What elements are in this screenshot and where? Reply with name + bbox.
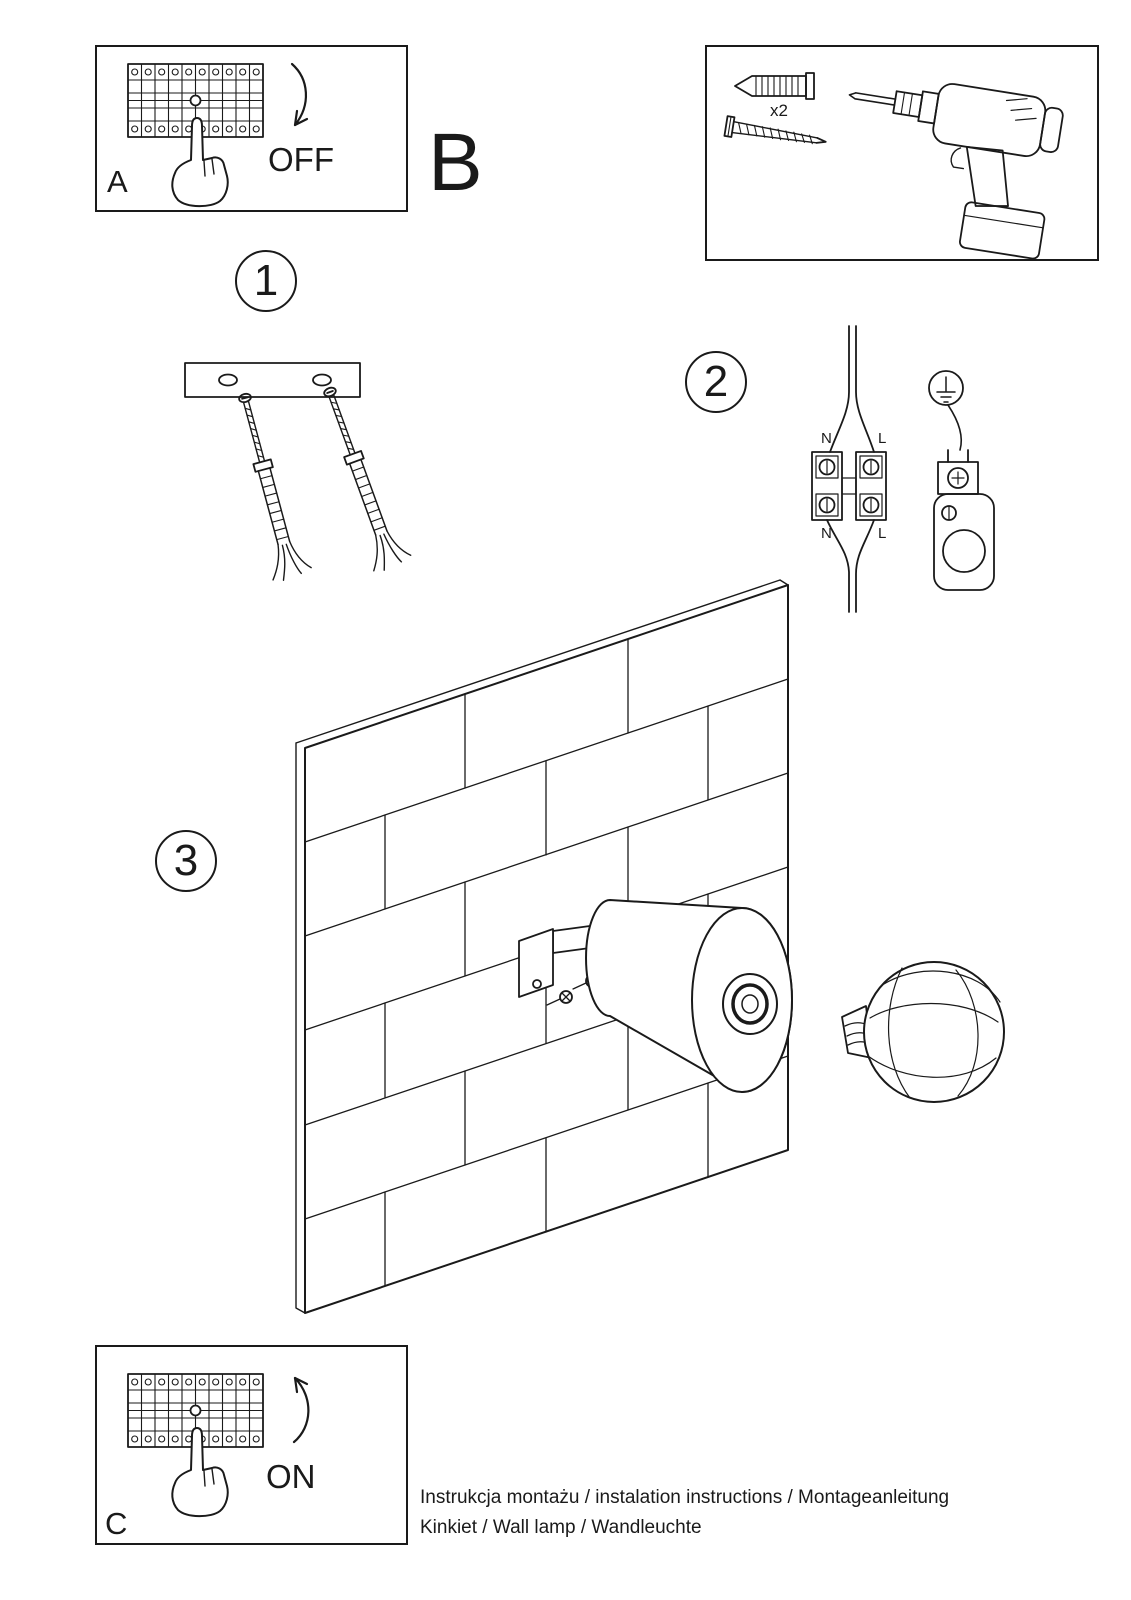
- footer-line2: Kinkiet / Wall lamp / Wandleuchte: [420, 1517, 702, 1538]
- terminal-block: [811, 451, 887, 521]
- wall-lamp: [518, 899, 1005, 1103]
- step-2-number: 2: [703, 357, 729, 406]
- ground-symbol-icon: [928, 370, 964, 451]
- supply-wires-top: [829, 325, 875, 453]
- step-1-number: 1: [253, 256, 279, 305]
- on-arrow-icon: [292, 1376, 310, 1444]
- panel-a-state-label: OFF: [268, 141, 334, 178]
- step-3-badge: 3: [155, 830, 217, 892]
- drill-icon: [848, 83, 1064, 260]
- off-arrow-icon: [290, 62, 309, 127]
- anchor-count: x2: [770, 101, 788, 120]
- terminal-label-n-bottom: N: [821, 525, 832, 542]
- step-1-badge: 1: [235, 250, 297, 312]
- anchor-assembly-right: [308, 380, 414, 575]
- brick-wall: [295, 579, 789, 1314]
- hardware-box: [705, 45, 1099, 261]
- wall-plug-icon: [734, 72, 815, 100]
- footer-line1: Instrukcja montażu / instalation instruc…: [420, 1487, 950, 1508]
- panel-c-state-label: ON: [266, 1458, 316, 1495]
- terminal-label-n-top: N: [821, 430, 832, 447]
- panel-a-label: A: [107, 164, 128, 199]
- step-2-badge: 2: [685, 351, 747, 413]
- earth-connector: [933, 449, 995, 591]
- screw-icon: [723, 115, 827, 145]
- anchor-assembly-left: [223, 388, 314, 584]
- fixing-screw-icon: [546, 990, 573, 1006]
- panel-c-label: C: [105, 1506, 128, 1541]
- bulb-icon: [841, 961, 1005, 1103]
- terminal-label-l-bottom: L: [878, 525, 887, 542]
- terminal-label-l-top: L: [878, 430, 887, 447]
- panel-c-box: [95, 1345, 408, 1545]
- mounting-plate: [184, 362, 361, 398]
- supply-wires-bottom: [826, 519, 875, 613]
- letter-b: B: [428, 117, 483, 208]
- step-3-number: 3: [173, 836, 199, 885]
- panel-a-box: [95, 45, 408, 212]
